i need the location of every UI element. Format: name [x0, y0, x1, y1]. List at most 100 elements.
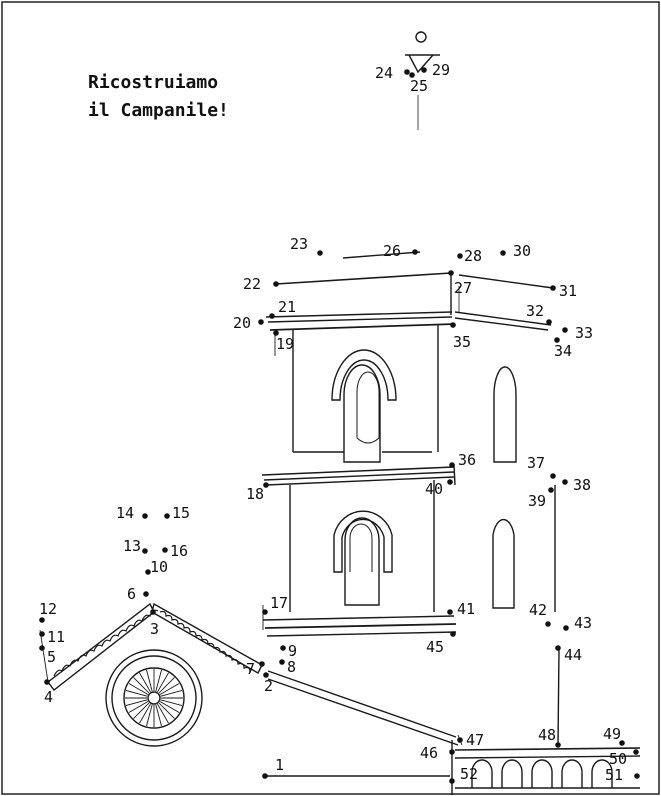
pre-drawn-art: [39, 31, 641, 795]
dot-label-8: 8: [287, 658, 296, 676]
roof-line-27-31: [458, 274, 554, 289]
dot-31: [550, 285, 556, 291]
aisle-roof-2: [267, 678, 459, 746]
dot-23: [317, 250, 323, 256]
dot-label-24: 24: [375, 64, 393, 82]
dot-1: [262, 773, 268, 779]
arcade-arches: [471, 759, 613, 788]
gable-left-band: [47, 602, 155, 691]
dot-label-5: 5: [47, 648, 56, 666]
mid-arch-inner: [349, 523, 373, 572]
dot-20: [258, 319, 264, 325]
side-window-lower: [492, 518, 515, 609]
cornice-top: [265, 311, 453, 318]
dot-label-7: 7: [246, 660, 255, 678]
gable-left-arcades: [53, 609, 159, 677]
dot-label-33: 33: [575, 324, 593, 342]
dot-21: [269, 313, 275, 319]
dot-label-3: 3: [150, 620, 159, 638]
mid-cornice-edge: [453, 464, 456, 486]
aisle-roof-1: [267, 670, 457, 738]
dot-2: [263, 672, 269, 678]
dot-48: [555, 742, 561, 748]
rose-window-hub: [147, 691, 161, 705]
dot-label-41: 41: [457, 600, 475, 618]
dot-label-16: 16: [170, 542, 188, 560]
dot-label-6: 6: [127, 585, 136, 603]
roof-line-top: [342, 251, 421, 259]
dot-47: [457, 737, 463, 743]
dot-label-20: 20: [233, 314, 251, 332]
dot-label-46: 46: [420, 744, 438, 762]
dot-30: [500, 250, 506, 256]
dot-19: [273, 330, 279, 336]
dot-6: [143, 591, 149, 597]
dot-label-52: 52: [460, 765, 478, 783]
dot-51: [634, 773, 640, 779]
dot-label-19: 19: [276, 335, 294, 353]
dot-5: [39, 645, 45, 651]
dot-label-35: 35: [453, 333, 471, 351]
dot-15: [164, 513, 170, 519]
cornice-mid: [267, 316, 453, 323]
tower-side-lower: [557, 647, 560, 746]
dot-label-2: 2: [264, 677, 273, 695]
arcade-top-2: [454, 755, 641, 759]
dot-label-39: 39: [528, 492, 546, 510]
dot-label-15: 15: [172, 504, 190, 522]
dot-38: [562, 479, 568, 485]
dot-label-22: 22: [243, 275, 261, 293]
dot-label-49: 49: [603, 725, 621, 743]
title-line-2: il Campanile!: [88, 100, 229, 121]
dot-44: [555, 645, 561, 651]
finial-bracket: [405, 54, 440, 74]
dot-52: [449, 778, 455, 784]
dot-39: [548, 487, 554, 493]
dot-label-4: 4: [44, 688, 53, 706]
dot-26: [412, 249, 418, 255]
low-cornice-3: [266, 631, 457, 637]
dot-11: [39, 631, 45, 637]
dot-label-25: 25: [410, 77, 428, 95]
mid-cornice-2: [263, 471, 455, 481]
dot-label-12: 12: [39, 600, 57, 618]
dot-3: [150, 609, 156, 615]
dot-12: [39, 617, 45, 623]
mid-cornice-1: [261, 466, 455, 476]
dot-label-32: 32: [526, 302, 544, 320]
title-line-1: Ricostruiamo: [88, 72, 219, 93]
roof-line-22-27: [275, 272, 452, 285]
rose-window-spokes: [125, 669, 183, 727]
dot-label-40: 40: [425, 480, 443, 498]
dot-label-34: 34: [554, 342, 572, 360]
arcade-top: [454, 747, 641, 751]
dot-label-48: 48: [538, 726, 556, 744]
dot-46: [449, 749, 455, 755]
dot-14: [142, 513, 148, 519]
dot-label-26: 26: [383, 242, 401, 260]
dot-label-18: 18: [246, 485, 264, 503]
dot-49: [619, 740, 625, 746]
dot-35: [450, 322, 456, 328]
upper-arch-inner: [356, 371, 380, 444]
low-cornice-1: [262, 615, 455, 621]
dot-33: [562, 327, 568, 333]
dot-18: [263, 482, 269, 488]
dots-layer: [39, 67, 640, 784]
dot-36: [449, 462, 455, 468]
dot-34: [554, 337, 560, 343]
dot-42: [545, 621, 551, 627]
gable-right-arcades: [159, 610, 251, 673]
dot-label-45: 45: [426, 638, 444, 656]
dot-label-17: 17: [270, 594, 288, 612]
cornice-side-1: [454, 311, 552, 326]
dot-28: [457, 253, 463, 259]
dot-4: [44, 679, 50, 685]
cornice-base: [269, 323, 456, 331]
dot-label-51: 51: [605, 766, 623, 784]
dot-43: [563, 625, 569, 631]
